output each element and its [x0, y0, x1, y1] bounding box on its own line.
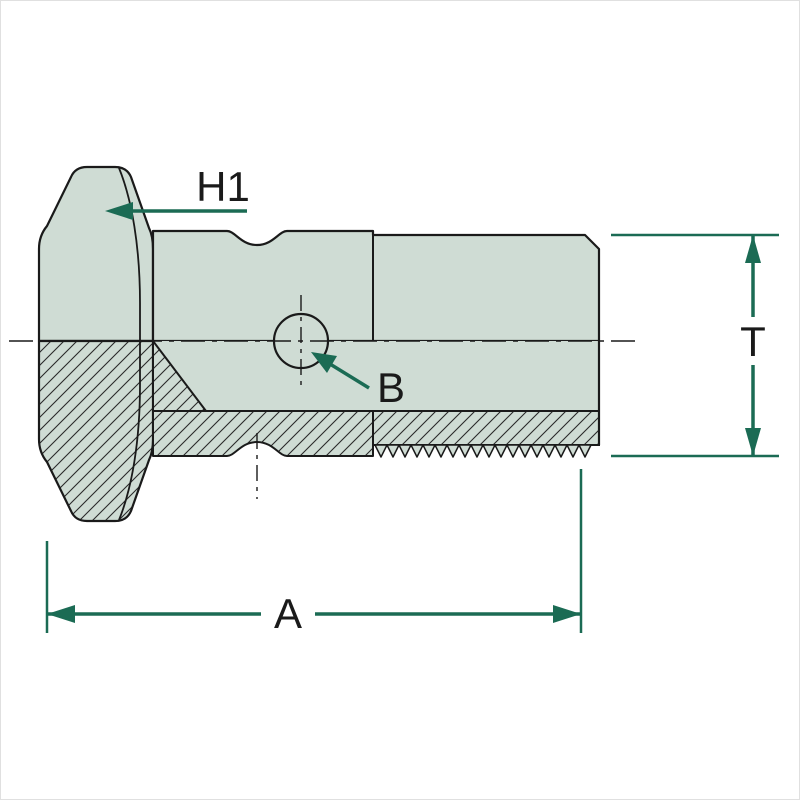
b-arrowhead	[311, 352, 337, 373]
dimension-b: B	[311, 352, 405, 411]
dimension-h1: H1	[105, 163, 250, 220]
dimension-t: T	[611, 233, 779, 458]
shank-top	[151, 229, 601, 343]
hex-facet-line-top	[118, 167, 141, 341]
dimension-a: A	[45, 469, 583, 637]
bore-region	[153, 341, 599, 411]
thread-teeth	[374, 444, 600, 458]
thread-wall-section	[372, 410, 600, 446]
a-arrowhead-right	[553, 605, 581, 623]
hex-head-section	[37, 339, 155, 523]
shank-wall-section	[152, 410, 374, 457]
dim-label-t: T	[740, 318, 766, 365]
a-arrowhead-left	[47, 605, 75, 623]
hex-head-top	[37, 165, 155, 343]
bolt-bottom-half	[37, 338, 601, 523]
dim-label-b: B	[377, 364, 405, 411]
t-arrowhead-bottom	[745, 428, 761, 456]
t-arrowhead-top	[745, 235, 761, 263]
dim-label-a: A	[274, 590, 302, 637]
bolt-top-half	[37, 165, 601, 343]
hex-facet-line-bottom	[118, 341, 141, 521]
b-leader-line	[329, 362, 370, 390]
dim-label-h1: H1	[196, 163, 250, 210]
h1-arrowhead	[105, 202, 133, 220]
